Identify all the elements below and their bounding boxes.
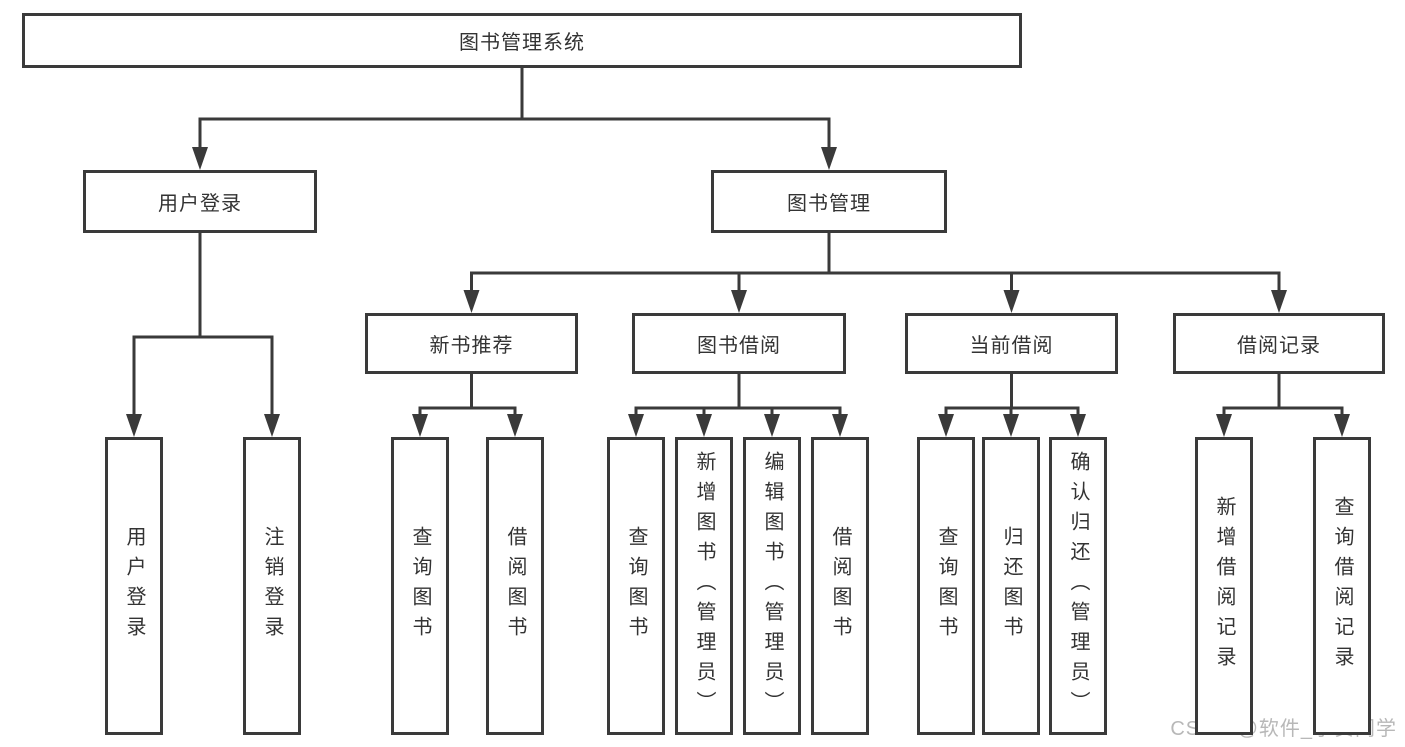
diagram-node-v-return-book: 归还图书 (982, 437, 1040, 735)
diagram-node-borrow-records: 借阅记录 (1173, 313, 1385, 374)
arrow-down-icon (1070, 414, 1086, 437)
diagram-node-label: 新增借阅记录 (1213, 496, 1235, 676)
diagram-node-label: 借阅图书 (829, 526, 851, 646)
arrow-down-icon (696, 414, 712, 437)
diagram-node-label: 用户登录 (123, 526, 145, 646)
diagram-node-new-book-rec: 新书推荐 (365, 313, 578, 374)
diagram-node-label: 借阅记录 (1237, 335, 1321, 357)
diagram-node-label: 当前借阅 (969, 335, 1054, 357)
arrow-down-icon (1003, 414, 1019, 437)
diagram-node-label: 编辑图书（管理员） (761, 451, 783, 721)
diagram-node-label: 新增图书（管理员） (693, 451, 715, 721)
diagram-node-label: 图书管理系统 (459, 32, 585, 54)
diagram-node-v-user-login: 用户登录 (105, 437, 163, 735)
diagram-node-label: 归还图书 (1000, 526, 1022, 646)
arrow-down-icon (412, 414, 428, 437)
diagram-node-v-logout: 注销登录 (243, 437, 301, 735)
arrow-down-icon (1216, 414, 1232, 437)
diagram-node-root: 图书管理系统 (22, 13, 1022, 68)
diagram-node-label: 借阅图书 (504, 526, 526, 646)
diagram-node-current-borrow: 当前借阅 (905, 313, 1118, 374)
diagram-node-v-query-book-3: 查询图书 (917, 437, 975, 735)
arrow-down-icon (821, 147, 837, 170)
diagram-node-book-borrow: 图书借阅 (632, 313, 846, 374)
arrow-down-icon (1003, 290, 1020, 313)
arrow-down-icon (192, 147, 208, 170)
diagram-node-label: 图书管理 (787, 193, 871, 215)
diagram-node-label: 查询图书 (935, 526, 957, 646)
diagram-node-label: 查询图书 (409, 526, 431, 646)
diagram-node-v-add-book: 新增图书（管理员） (675, 437, 733, 735)
diagram-node-v-borrow-book-1: 借阅图书 (486, 437, 544, 735)
diagram-node-v-query-record: 查询借阅记录 (1313, 437, 1371, 735)
diagram-node-v-query-book-2: 查询图书 (607, 437, 665, 735)
diagram-node-v-add-record: 新增借阅记录 (1195, 437, 1253, 735)
diagram-node-label: 注销登录 (261, 526, 283, 646)
diagram-node-label: 查询借阅记录 (1331, 496, 1353, 676)
diagram-node-user-login: 用户登录 (83, 170, 317, 233)
diagram-node-label: 图书借阅 (697, 335, 781, 357)
arrow-down-icon (628, 414, 644, 437)
arrow-down-icon (126, 414, 142, 437)
arrow-down-icon (264, 414, 280, 437)
arrow-down-icon (938, 414, 954, 437)
diagram-node-v-query-book-1: 查询图书 (391, 437, 449, 735)
arrow-down-icon (832, 414, 848, 437)
diagram-node-label: 新书推荐 (429, 335, 514, 357)
arrow-down-icon (1334, 414, 1350, 437)
arrow-down-icon (507, 414, 523, 437)
diagram-node-label: 确认归还（管理员） (1067, 451, 1089, 721)
diagram-node-label: 用户登录 (158, 193, 242, 215)
diagram-node-book-mgmt: 图书管理 (711, 170, 947, 233)
diagram-node-label: 查询图书 (625, 526, 647, 646)
arrow-down-icon (731, 290, 747, 313)
diagram-node-v-borrow-book-2: 借阅图书 (811, 437, 869, 735)
diagram-node-v-edit-book: 编辑图书（管理员） (743, 437, 801, 735)
arrow-down-icon (764, 414, 780, 437)
diagram-node-v-confirm-return: 确认归还（管理员） (1049, 437, 1107, 735)
arrow-down-icon (463, 290, 480, 313)
arrow-down-icon (1271, 290, 1287, 313)
